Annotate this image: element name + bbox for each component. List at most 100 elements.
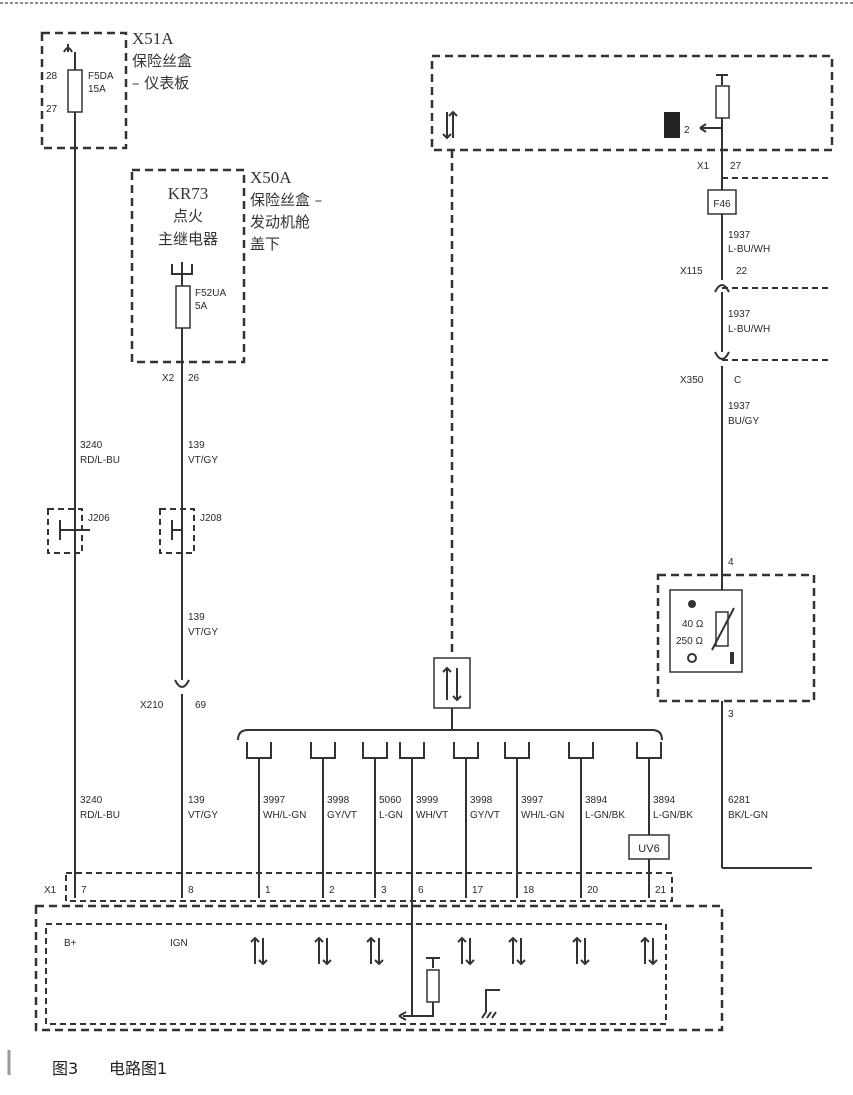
connector-x350-label: X350 xyxy=(680,375,704,386)
wire-3240-color-bottom: RD/L-BU xyxy=(80,810,120,821)
pin-wire-color-20: L-GN/BK xyxy=(585,810,625,821)
fuse-f46-label: F46 xyxy=(713,199,731,210)
connector-x2-pin: 26 xyxy=(188,373,200,384)
module-internals xyxy=(398,957,500,1021)
wire-139-circuit-1: 139 xyxy=(188,440,205,451)
bidir-arrow-icon xyxy=(572,936,590,966)
fuel-level-sensor xyxy=(656,573,816,703)
seg3-color: BU/GY xyxy=(728,416,759,427)
pin-wire-circuit-6: 3999 xyxy=(416,795,439,806)
pin-number-1: 1 xyxy=(265,885,271,896)
wire-139-color-1: VT/GY xyxy=(188,455,218,466)
pin-wire-circuit-2: 3998 xyxy=(327,795,350,806)
seg2-circuit: 1937 xyxy=(728,309,751,320)
pin-number-7: 7 xyxy=(81,885,87,896)
sensor-pin-top: 4 xyxy=(728,557,734,568)
wire-3240-circuit-bottom: 3240 xyxy=(80,795,103,806)
upper-module xyxy=(430,54,834,152)
bidir-arrow-icon xyxy=(314,936,332,966)
connector-x2-label: X2 xyxy=(162,373,175,384)
connector-x115-label: X115 xyxy=(680,266,703,277)
pin-wire-circuit-18: 3997 xyxy=(521,795,544,806)
fuse-f52ua-label: F52UA xyxy=(195,288,226,299)
bidir-arrow-icon xyxy=(366,936,384,966)
pin-28-label: 28 xyxy=(46,71,58,82)
uv6-label: UV6 xyxy=(638,843,659,855)
seg1-color: L-BU/WH xyxy=(728,244,770,255)
bidir-arrow-icon xyxy=(640,936,658,966)
wire-139-color-3: VT/GY xyxy=(188,810,218,821)
fuse-f5da-rating: 15A xyxy=(88,84,106,95)
sensor-value-2: 250 Ω xyxy=(676,636,703,647)
wire-139-color-2: VT/GY xyxy=(188,627,218,638)
sensor-pin-bottom: 3 xyxy=(728,709,734,720)
bidir-arrow-icon xyxy=(457,936,475,966)
wire-139-circuit-2: 139 xyxy=(188,612,205,623)
splice-j208: J208 xyxy=(159,508,222,554)
connector-x350-symbol xyxy=(714,351,730,360)
pin-wire-color-17: GY/VT xyxy=(470,810,500,821)
uv6-box xyxy=(628,834,670,860)
pin-wire-circuit-21: 3894 xyxy=(653,795,676,806)
bidir-arrow-icon xyxy=(508,936,526,966)
pin-27-label: 27 xyxy=(46,104,58,115)
fuse-box-x50a-name-1: 保险丝盒 – xyxy=(250,191,322,209)
module-pin-wires: 3997WH/L-GN3998GY/VT5060L-GN3999WH/VT399… xyxy=(246,742,693,1016)
caption-figure: 图3 xyxy=(52,1059,78,1078)
pin-number-20: 20 xyxy=(587,885,599,896)
pin-wire-color-2: GY/VT xyxy=(327,810,357,821)
connector-x210-label: X210 xyxy=(140,700,164,711)
wire-3240-circuit-top: 3240 xyxy=(80,440,103,451)
splice-j208-label: J208 xyxy=(200,513,222,524)
module-body-outer xyxy=(34,904,724,1032)
relay-kr73-name-2: 主继电器 xyxy=(158,230,218,248)
fuse-box-x50a: KR73 点火 主继电器 F52UA 5A X50A 保险丝盒 – 发动机舱 盖… xyxy=(130,168,322,364)
splice-j206-label: J206 xyxy=(88,513,110,524)
module-ign-label: IGN xyxy=(170,938,188,949)
out-circuit: 6281 xyxy=(728,795,751,806)
pin-number-21: 21 xyxy=(655,885,667,896)
splice-j206: J206 xyxy=(47,508,110,554)
caption-title: 电路图1 xyxy=(109,1059,167,1078)
pin-wire-circuit-17: 3998 xyxy=(470,795,493,806)
fuse-box-x50a-name-3: 盖下 xyxy=(250,235,280,253)
connector-x115-symbol xyxy=(714,284,730,293)
fuse-f46-box xyxy=(707,189,737,215)
pin-wire-color-1: WH/L-GN xyxy=(263,810,306,821)
wire-3240-color-top: RD/L-BU xyxy=(80,455,120,466)
connector-x115-pin: 22 xyxy=(736,266,748,277)
relay-kr73-id: KR73 xyxy=(168,184,209,203)
fuse-box-x51a: 28 27 F5DA 15A X51A 保险丝盒 – 仪表板 xyxy=(40,29,192,150)
pin-wire-color-3: L-GN xyxy=(379,810,403,821)
pin-wire-circuit-3: 5060 xyxy=(379,795,402,806)
fuse-f5da-label: F5DA xyxy=(88,71,114,82)
seg2-color: L-BU/WH xyxy=(728,324,770,335)
fuse-box-x50a-id: X50A xyxy=(250,168,292,187)
data-link-box xyxy=(433,657,471,709)
pin-number-3: 3 xyxy=(381,885,387,896)
bus-brace xyxy=(237,729,663,741)
pin-number-18: 18 xyxy=(523,885,535,896)
pump-pin-label: 2 xyxy=(684,125,690,136)
connector-x1-right-label: X1 xyxy=(697,161,710,172)
pin-number-8: 8 xyxy=(188,885,194,896)
module-body-inner xyxy=(45,923,667,1025)
pin-number-6: 6 xyxy=(418,885,424,896)
fuse-box-x50a-name-2: 发动机舱 xyxy=(250,213,310,231)
pin-wire-color-21: L-GN/BK xyxy=(653,810,693,821)
connector-x350-pin: C xyxy=(734,375,741,386)
pin-wire-color-6: WH/VT xyxy=(416,810,448,821)
pin-wire-color-18: WH/L-GN xyxy=(521,810,564,821)
bidir-arrow-icon xyxy=(250,936,268,966)
pin-wire-circuit-1: 3997 xyxy=(263,795,286,806)
fuel-pump-icon xyxy=(664,112,680,138)
module-connector-x1 xyxy=(65,872,673,902)
out-color: BK/L-GN xyxy=(728,810,768,821)
wire-139-circuit-3: 139 xyxy=(188,795,205,806)
